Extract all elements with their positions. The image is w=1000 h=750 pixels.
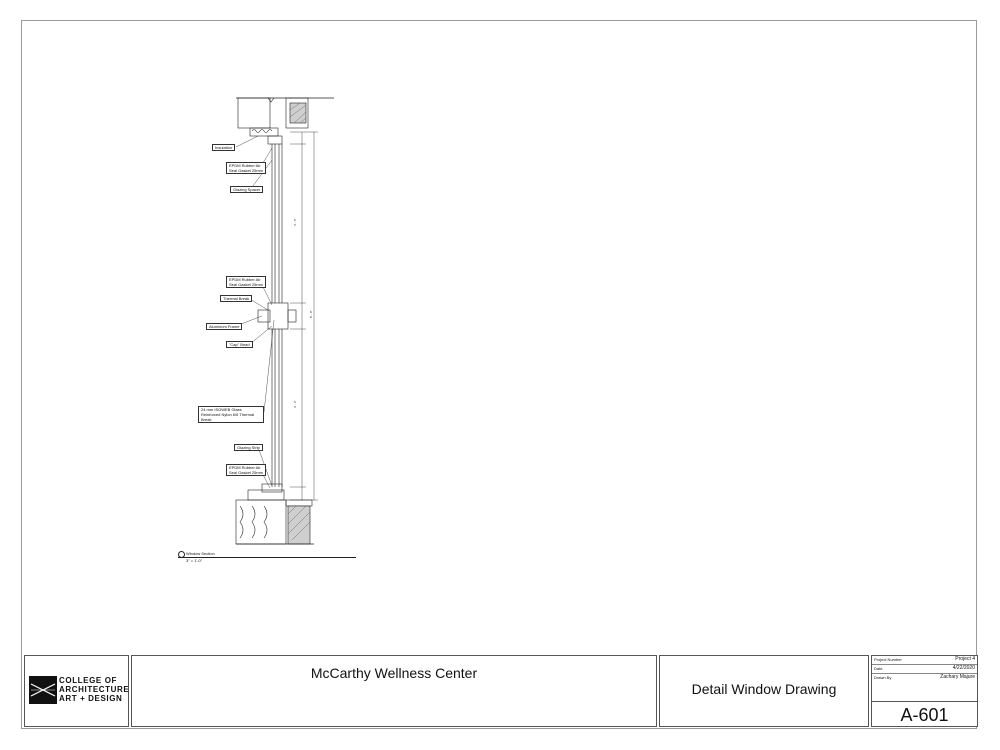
dimension-text: 3' - 6" 3' - 6" 8' - 0" [293, 218, 313, 408]
titleblock-sheet-title: Detail Window Drawing [659, 655, 869, 727]
sill-structure [235, 483, 314, 545]
drawn-by-value: Zachary Majure [940, 674, 975, 680]
sheet-border [21, 20, 977, 729]
project-number-label: Project Number [874, 657, 902, 662]
glazing-assembly [257, 144, 297, 487]
project-number-row: Project Number Project 4 [872, 656, 977, 665]
titleblock-logo: COLLEGE OF ARCHITECTURE ART + DESIGN [24, 655, 129, 727]
callout-glazing-strip: Glazing Strip [234, 444, 263, 451]
logo-line-1: COLLEGE OF [59, 676, 117, 685]
callout-aluminum-frame: Aluminum Frame [206, 323, 243, 330]
sheet-title: Detail Window Drawing [691, 681, 837, 697]
view-scale: 3" = 1'-0" [186, 558, 203, 563]
head-structure [236, 97, 334, 145]
callout-epdm-top: EPDM Rubber Air Seal Gasket 25mm [226, 162, 266, 174]
date-row: Date 4/22/2020 [872, 665, 977, 674]
callout-epdm-bottom: EPDM Rubber Air Seal Gasket 25mm [226, 464, 266, 476]
svg-text:3' - 6": 3' - 6" [293, 400, 297, 408]
view-title: Window Section [186, 551, 215, 556]
date-value: 4/22/2020 [952, 665, 975, 671]
college-logo-icon [29, 676, 57, 704]
date-label: Date [874, 666, 883, 671]
view-title-underline [178, 557, 356, 558]
project-number-value: Project 4 [955, 656, 975, 662]
drawn-by-label: Drawn By [874, 675, 892, 680]
college-logo-text: COLLEGE OF ARCHITECTURE ART + DESIGN [59, 676, 129, 703]
callout-gf-nylon: 24 mm ISOWEB Glass Reinforced Nylon 6/6 … [198, 406, 264, 423]
titleblock-info: Project Number Project 4 Date 4/22/2020 … [871, 655, 978, 727]
titleblock-project: McCarthy Wellness Center [131, 655, 657, 727]
logo-line-2: ARCHITECTURE [59, 685, 130, 694]
callout-thermal-break: Thermal Break [220, 295, 253, 302]
svg-text:8' - 0": 8' - 0" [309, 310, 313, 318]
drawn-by-row: Drawn By Zachary Majure [872, 674, 977, 682]
logo-line-3: ART + DESIGN [59, 694, 123, 703]
callout-glazing-spacer: Glazing Spacer [230, 186, 264, 193]
sheet-number: A-601 [872, 701, 977, 728]
project-name: McCarthy Wellness Center [310, 665, 478, 681]
callout-cap-bead: "Cap" Bead [226, 341, 253, 348]
dimension-strings [290, 131, 318, 501]
callout-epdm-mid: EPDM Rubber Air Seal Gasket 25mm [226, 276, 266, 288]
callout-insulation: Insulation [212, 144, 236, 151]
svg-text:3' - 6": 3' - 6" [293, 218, 297, 226]
